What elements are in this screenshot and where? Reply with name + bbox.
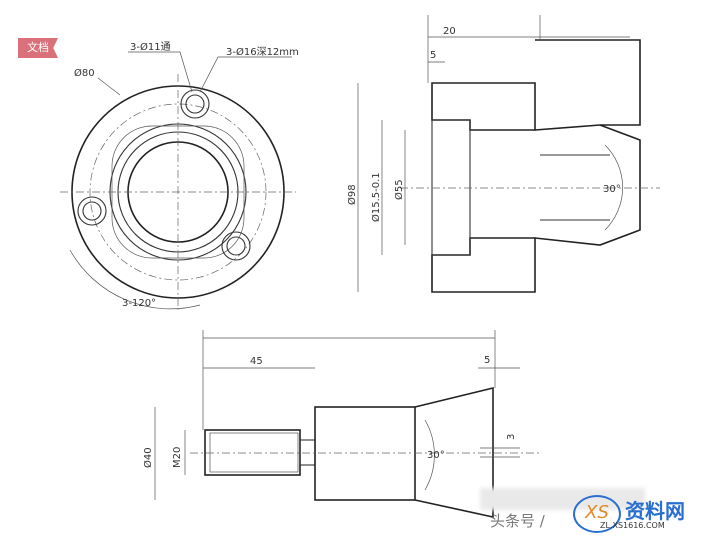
leader-through	[128, 51, 193, 93]
bolt-hole	[221, 231, 251, 261]
step-label: 5	[430, 50, 436, 61]
angle-label: 3-120°	[122, 298, 156, 309]
watermark-source: 头条号 /	[490, 512, 545, 530]
bolt-hole-inner	[185, 94, 205, 114]
dia155-label: Ø15.5-0.1	[370, 172, 382, 222]
angle-arc	[69, 249, 201, 310]
cylinder	[314, 406, 416, 501]
hole-through-label: 3-Ø11通	[130, 41, 171, 53]
bolt-hole	[180, 89, 210, 119]
watermark-url: ZL.XS1616.COM	[600, 521, 665, 530]
cone	[414, 386, 494, 518]
upper-right-outline	[535, 39, 641, 126]
cone-outline	[534, 124, 641, 246]
lower-hatched-section	[431, 237, 536, 293]
length-label: 45	[250, 356, 263, 367]
inner-bore	[431, 119, 471, 256]
angle-arc	[604, 144, 623, 231]
thread-root	[209, 432, 299, 473]
dia98-label: Ø98	[346, 184, 358, 205]
section-view: 20 5 Ø98 Ø15.5-0.1 Ø55 30°	[346, 15, 660, 293]
bolt-hole-inner	[82, 201, 102, 221]
outer-dia-label: Ø80	[74, 67, 95, 79]
blurred-region	[480, 488, 645, 510]
doc-tag[interactable]: 文档	[18, 38, 58, 58]
bolt-circle	[89, 103, 267, 281]
angle-label: 30°	[603, 184, 621, 195]
watermark-logo: XS	[573, 495, 621, 533]
leader-counterbore	[199, 56, 292, 93]
hole-counterbore-label: 3-Ø16深12mm	[226, 46, 299, 58]
neck	[299, 439, 316, 466]
slot-label: 3	[506, 434, 517, 440]
length-label: 20	[443, 26, 456, 37]
step-label: 5	[484, 355, 490, 366]
thread-section	[204, 429, 301, 476]
dia55-label: Ø55	[393, 179, 405, 200]
thread-label: M20	[172, 447, 183, 468]
front-view: 3-Ø11通 3-Ø16深12mm Ø80 3-120°	[60, 41, 299, 310]
watermark-brand: 资料网	[625, 499, 685, 523]
angle-arc	[424, 419, 435, 491]
leader-dia80	[97, 77, 121, 96]
dia40-label: Ø40	[142, 447, 154, 468]
bolt-hole-inner	[226, 236, 246, 256]
bolt-hole	[77, 196, 107, 226]
angle-label: 30°	[427, 450, 445, 461]
side-view: 45 5 Ø40 M20 30° 3	[142, 330, 540, 518]
upper-hatched-section	[431, 82, 536, 131]
